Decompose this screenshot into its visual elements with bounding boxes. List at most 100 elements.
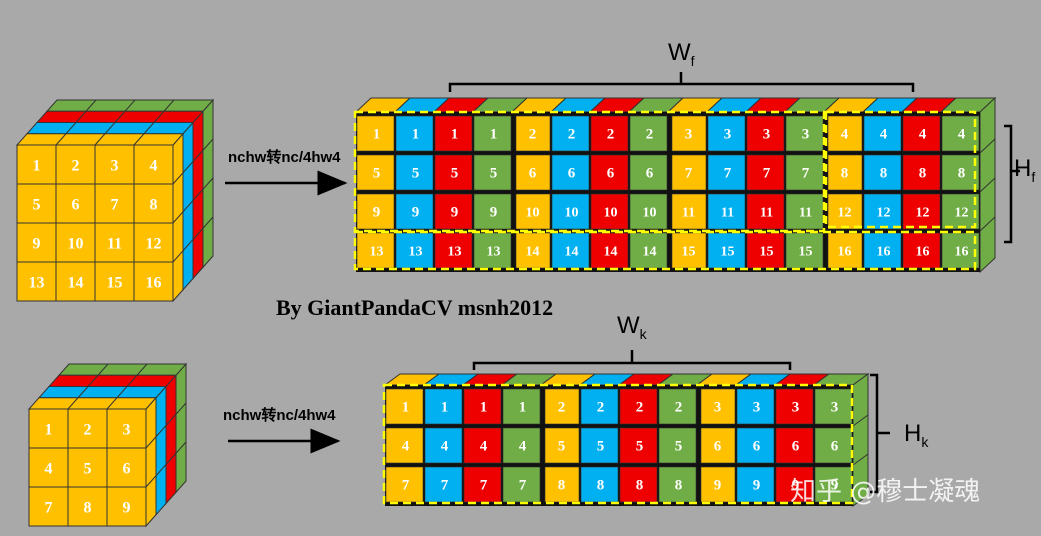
top-block-cell-label: 5 (412, 166, 420, 182)
top-block-cell-label: 5 (373, 166, 381, 182)
bottom-width-dimension: Wk (472, 312, 792, 370)
top-cube-cell-label: 11 (107, 235, 122, 252)
top-block-cell-label: 11 (760, 206, 773, 221)
bottom-block-cell-label: 8 (636, 478, 644, 494)
top-block-cell-label: 16 (955, 245, 969, 260)
top-cube-cell-label: 6 (72, 196, 80, 213)
bottom-cube-cell-label: 1 (45, 421, 53, 438)
bottom-block-cell (775, 466, 814, 503)
top-block-cell-label: 7 (802, 166, 810, 182)
top-block-cell (551, 193, 590, 230)
bottom-cube-cell-label: 4 (45, 460, 53, 477)
top-block-cell (434, 232, 473, 269)
bottom-block-cell (463, 466, 502, 503)
top-block-cell (785, 193, 824, 230)
top-block-cell (707, 154, 746, 191)
bottom-block-cell-label: 1 (519, 400, 527, 416)
top-block-cell (746, 115, 785, 152)
bottom-block-cell (385, 388, 424, 425)
bottom-cube-front-cell (106, 447, 147, 488)
top-block-cell-label: 12 (916, 206, 930, 221)
top-cube-cell-label: 15 (107, 274, 123, 291)
top-block-cell (941, 154, 980, 191)
top-cube-front-cell (133, 261, 174, 302)
bottom-height-brace (870, 373, 879, 494)
bottom-conversion-arrow: nchw转nc/4hw4 (223, 406, 341, 454)
top-block-cell (629, 154, 668, 191)
bottom-block-cell (619, 388, 658, 425)
top-block-cell-label: 8 (919, 166, 927, 182)
bottom-block-cell (700, 466, 736, 503)
bottom-block-cell-label: 6 (714, 439, 722, 455)
top-block-cell (434, 115, 473, 152)
bottom-block-cell-label: 4 (519, 439, 527, 455)
top-block-cell-label: 5 (451, 166, 459, 182)
bottom-block-cell-label: 9 (753, 478, 761, 494)
bottom-block-cell-label: 1 (402, 400, 410, 416)
top-block-cell-label: 4 (919, 127, 927, 143)
top-block-cell-label: 3 (802, 127, 810, 143)
top-block-cell-label: 16 (916, 245, 930, 260)
top-cube-cell-label: 14 (68, 274, 84, 291)
top-block-cell-label: 3 (724, 127, 732, 143)
bottom-cube-front-cell (67, 486, 108, 527)
top-block-cell (902, 115, 941, 152)
bottom-block-cell-label: 5 (597, 439, 605, 455)
bottom-width-brace (472, 361, 792, 370)
top-block-cell-label: 4 (841, 127, 849, 143)
top-block-cell (473, 154, 512, 191)
bottom-cube-cell-label: 6 (123, 460, 131, 477)
top-block-cell-label: 3 (685, 127, 693, 143)
top-block-cell (629, 193, 668, 230)
bottom-block-cell (544, 427, 580, 464)
bottom-block-cell-label: 8 (558, 478, 566, 494)
top-block-cell (671, 115, 707, 152)
bottom-height-label: Hk (904, 420, 929, 450)
top-block-cell (515, 154, 551, 191)
top-block-cell (395, 193, 434, 230)
top-block-cell (629, 115, 668, 152)
bottom-width-label: Wk (617, 312, 648, 342)
top-block-cell-label: 2 (529, 127, 537, 143)
bottom-cube-cell-label: 3 (123, 421, 131, 438)
top-block-cell (863, 115, 902, 152)
top-block-cell-label: 4 (880, 127, 888, 143)
bottom-block-cell-label: 7 (402, 478, 410, 494)
top-cube-front-cell (16, 144, 57, 185)
top-width-brace (448, 82, 915, 92)
top-block-cell-label: 5 (490, 166, 498, 182)
top-cube-cell-label: 5 (33, 196, 41, 213)
bottom-cube-side-slab (165, 373, 177, 505)
top-block-cell (941, 232, 980, 269)
bottom-block-cell-label: 3 (714, 400, 722, 416)
top-cube-cell-label: 9 (33, 235, 41, 252)
bottom-block-cell-label: 7 (519, 478, 527, 494)
bottom-block-cell-label: 4 (441, 439, 449, 455)
top-cube-cell-label: 16 (146, 274, 162, 291)
bottom-block-cell (736, 388, 775, 425)
top-block-cell (902, 193, 941, 230)
top-block-cell (707, 193, 746, 230)
top-block-cell-label: 6 (568, 166, 576, 182)
top-cube-front-cell (133, 222, 174, 263)
bottom-block-cell (424, 388, 463, 425)
bottom-cube-front-cell (106, 408, 147, 449)
top-block-cell (671, 154, 707, 191)
top-block-cell (746, 232, 785, 269)
top-cube-cell-label: 12 (146, 235, 162, 252)
top-block-cell (785, 154, 824, 191)
top-block-cell (863, 154, 902, 191)
top-block-cell-label: 13 (370, 245, 384, 260)
top-block-cell-label: 10 (643, 206, 657, 221)
top-block-cell (590, 193, 629, 230)
top-block-cell-label: 10 (526, 206, 540, 221)
bottom-block-cell (775, 427, 814, 464)
top-block-cell-label: 12 (838, 206, 852, 221)
top-block-cell (671, 193, 707, 230)
top-cube-front-cell (133, 183, 174, 224)
bottom-block-cell (463, 427, 502, 464)
top-block-cell-label: 6 (607, 166, 615, 182)
top-height-label: Hf (1014, 155, 1035, 185)
bottom-block-cell (700, 427, 736, 464)
